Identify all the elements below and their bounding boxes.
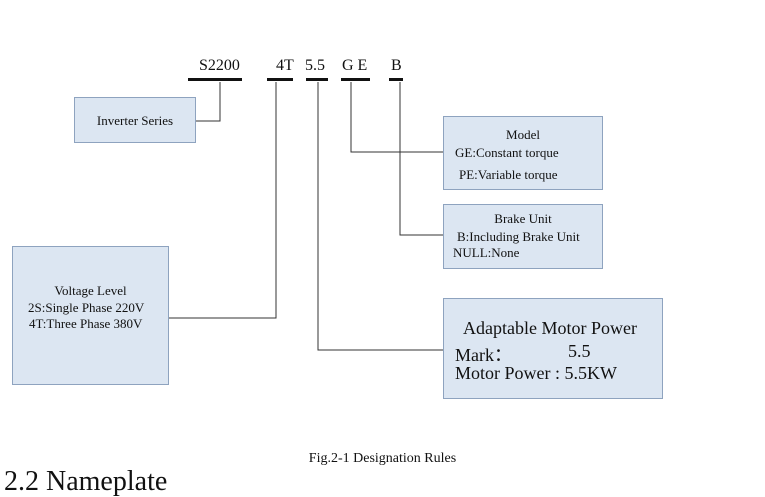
model-code: G E bbox=[342, 57, 368, 74]
connector-lines bbox=[169, 82, 443, 351]
brake-unit-line-null: NULL:None bbox=[453, 245, 520, 260]
inverter-series-label: Inverter Series bbox=[96, 113, 174, 128]
motor-power-mark-value: 5.5 bbox=[568, 341, 591, 361]
model-connector bbox=[350, 82, 443, 153]
voltage-code-underline bbox=[267, 78, 293, 81]
series-code-underline bbox=[188, 78, 242, 81]
model-box: Model GE:Constant torque PE:Variable tor… bbox=[443, 116, 603, 190]
motor-power-box: Adaptable Motor Power Mark： 5.5 Motor Po… bbox=[443, 298, 663, 399]
power-connector bbox=[317, 82, 443, 351]
power-code: 5.5 bbox=[305, 57, 325, 74]
model-code-underline bbox=[341, 78, 370, 81]
voltage-connector bbox=[169, 82, 277, 319]
voltage-level-title: Voltage Level bbox=[54, 283, 127, 298]
series-connector bbox=[196, 82, 221, 122]
voltage-level-line-2s: 2S:Single Phase 220V bbox=[28, 300, 145, 315]
model-title: Model bbox=[506, 127, 540, 142]
brake-unit-line-b: B:Including Brake Unit bbox=[457, 229, 580, 244]
motor-power-mark-label: Mark： bbox=[455, 345, 512, 365]
model-line-pe: PE:Variable torque bbox=[459, 167, 558, 182]
power-code-underline bbox=[306, 78, 328, 81]
figure-caption: Fig.2-1 Designation Rules bbox=[308, 451, 457, 466]
brake-code: B bbox=[391, 57, 402, 74]
voltage-level-line-4t: 4T:Three Phase 380V bbox=[29, 316, 143, 331]
model-line-ge: GE:Constant torque bbox=[455, 145, 559, 160]
brake-unit-box: Brake Unit B:Including Brake Unit NULL:N… bbox=[443, 204, 603, 269]
brake-connector bbox=[399, 82, 443, 236]
voltage-level-box: Voltage Level 2S:Single Phase 220V 4T:Th… bbox=[12, 246, 169, 385]
series-code: S2200 bbox=[199, 57, 240, 74]
brake-unit-title: Brake Unit bbox=[494, 211, 552, 226]
section-heading: 2.2 Nameplate bbox=[4, 466, 168, 497]
voltage-code: 4T bbox=[276, 57, 294, 74]
motor-power-title: Adaptable Motor Power bbox=[463, 318, 637, 338]
inverter-series-box: Inverter Series bbox=[74, 97, 196, 143]
motor-power-line: Motor Power : 5.5KW bbox=[455, 363, 617, 383]
brake-code-underline bbox=[389, 78, 403, 81]
